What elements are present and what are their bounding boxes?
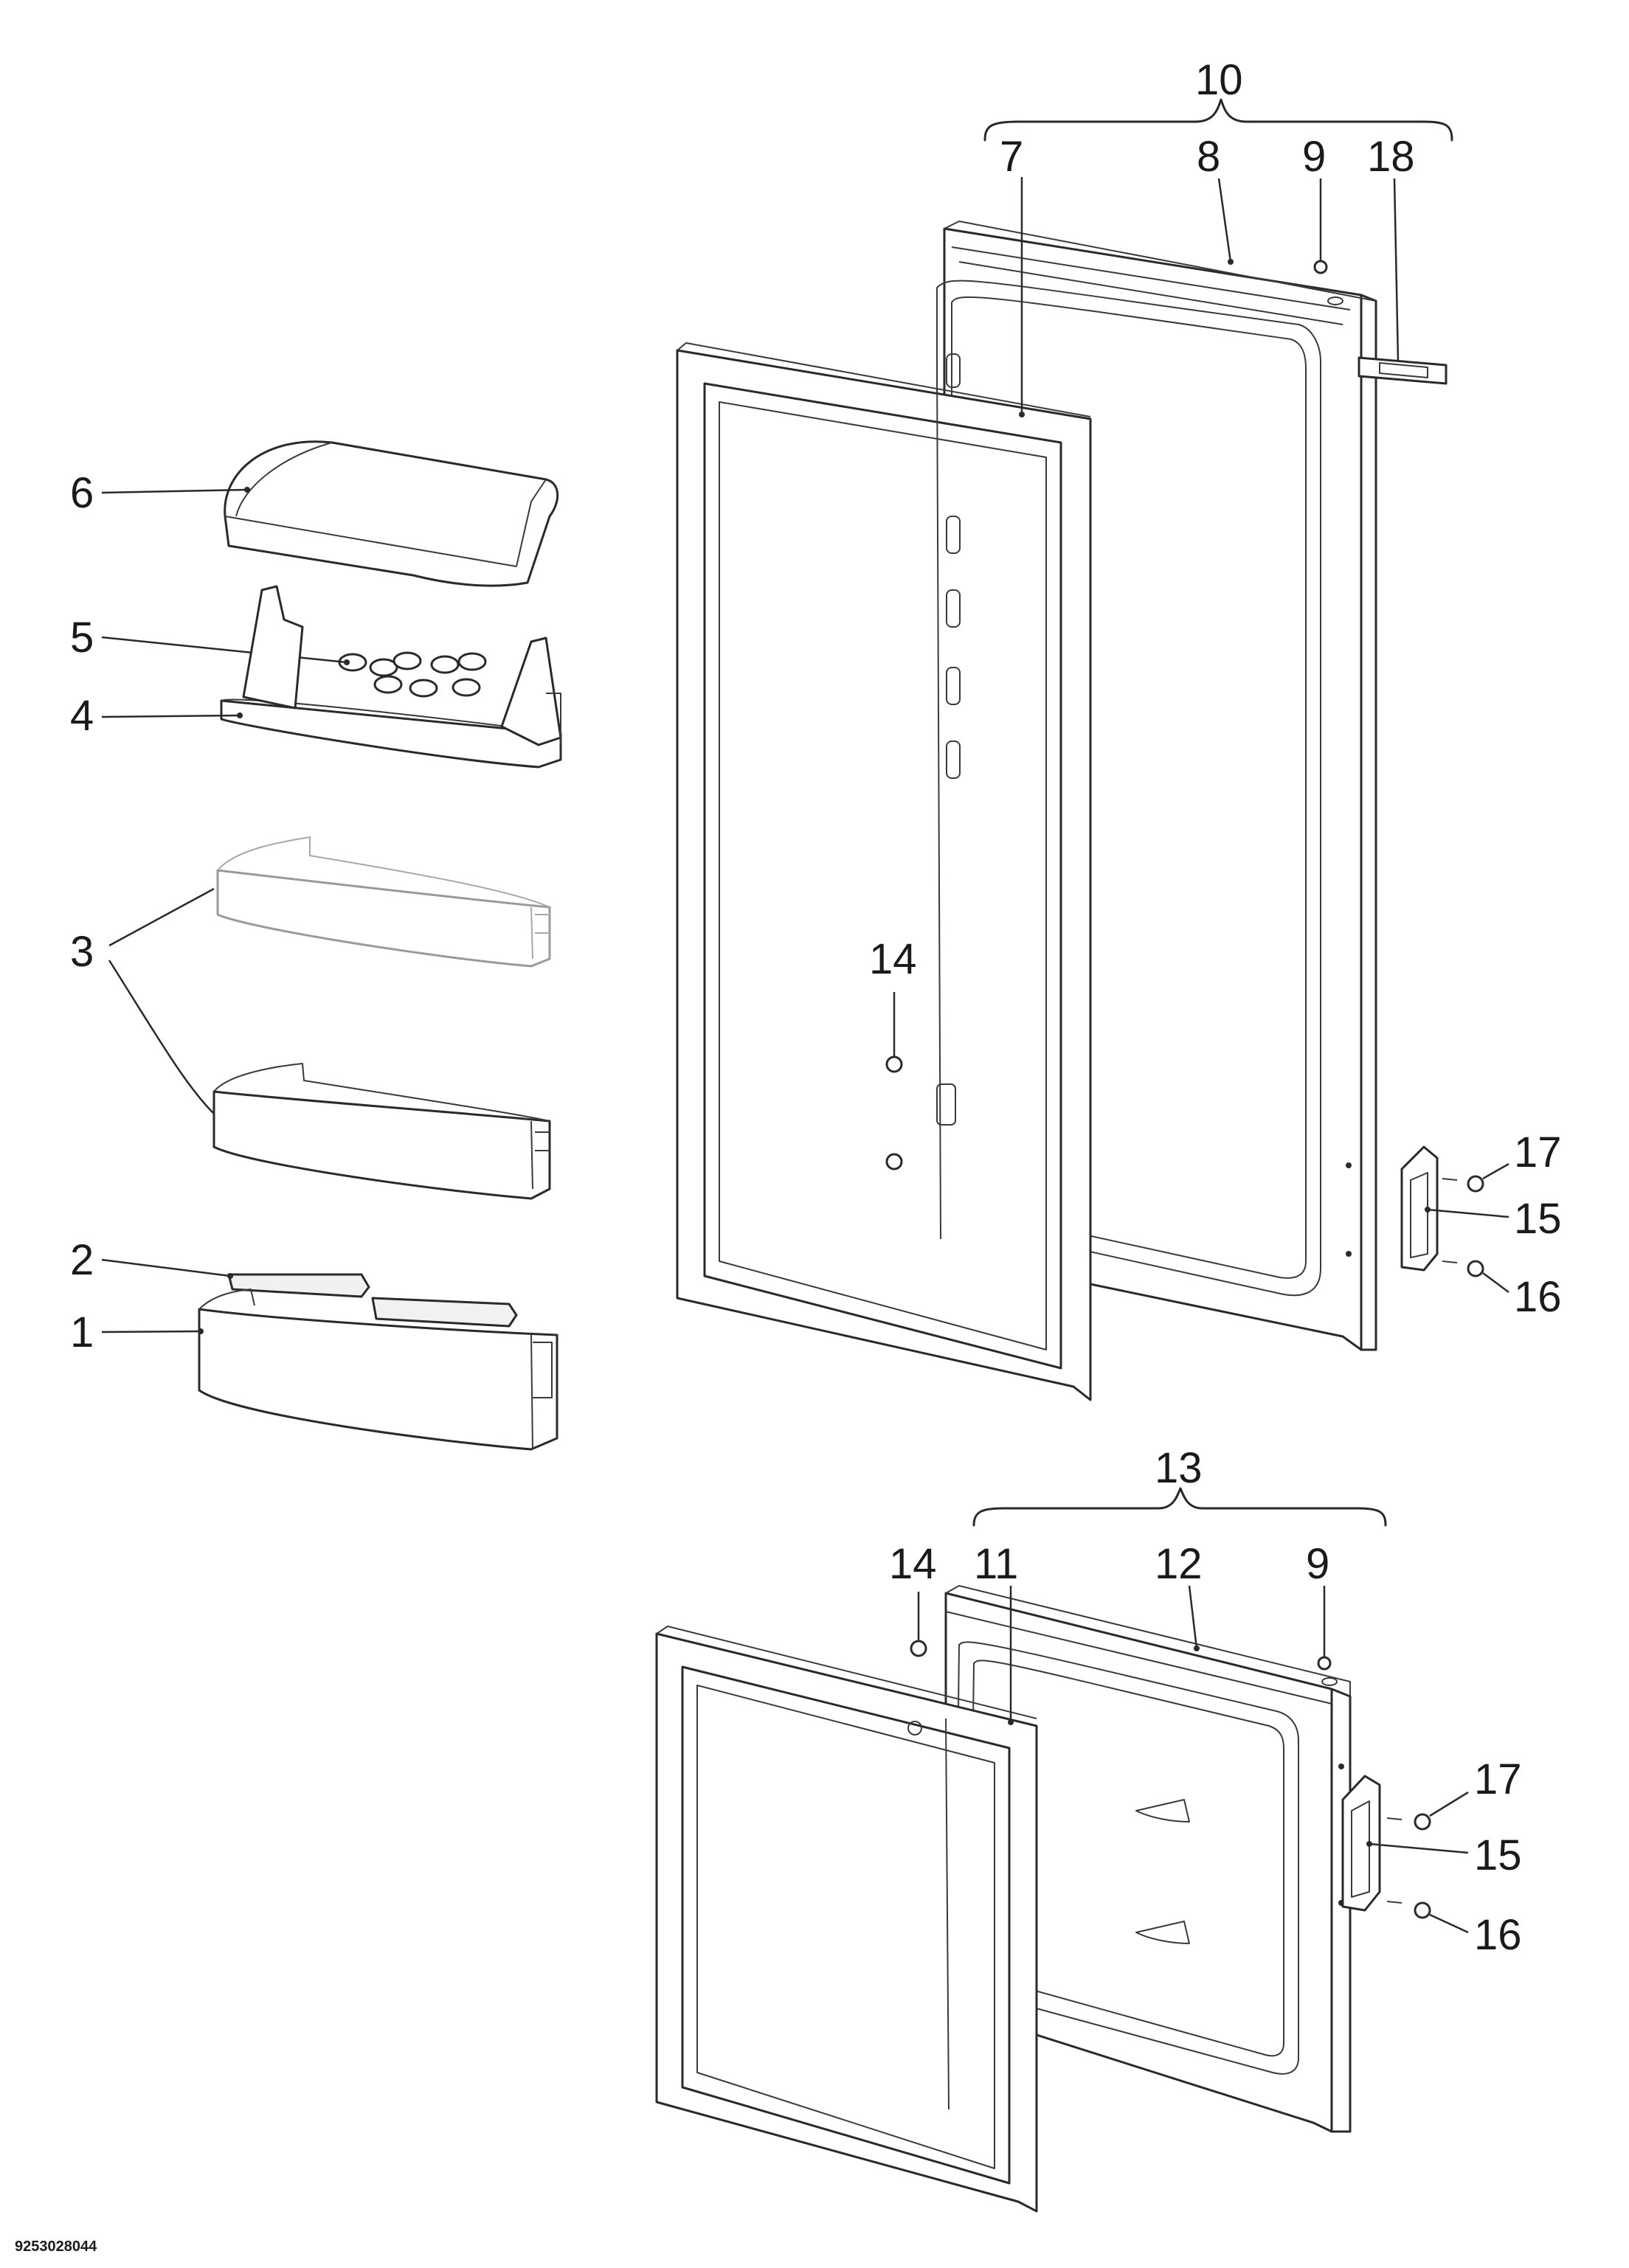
brace-13 — [972, 1487, 1387, 1527]
leader-3a — [108, 887, 215, 947]
leader-15a — [1427, 1208, 1509, 1218]
part-15-handle-upper — [1400, 1145, 1439, 1272]
callout-15b: 15 — [1474, 1831, 1522, 1879]
leader-5 — [101, 636, 347, 664]
callout-14b: 14 — [889, 1540, 937, 1588]
part-3-upper-balcony — [216, 836, 551, 968]
callout-17a: 17 — [1514, 1128, 1562, 1176]
part-9-hinge-bush-lower — [1317, 1656, 1332, 1671]
part-3-lower-balcony — [212, 1063, 551, 1200]
callout-13: 13 — [1155, 1444, 1203, 1492]
part-14-lower-stopper — [910, 1640, 927, 1657]
callout-18: 18 — [1367, 133, 1415, 181]
callout-9b: 9 — [1306, 1540, 1329, 1588]
part-16-screw-lower — [1386, 1901, 1431, 1919]
leader-6 — [101, 488, 248, 494]
leader-1 — [101, 1330, 201, 1334]
leader-15b — [1369, 1842, 1469, 1854]
part-4-shelf — [220, 585, 562, 769]
part-16-screw-upper — [1442, 1260, 1484, 1277]
callout-17b: 17 — [1474, 1755, 1522, 1803]
leader-16b — [1429, 1913, 1469, 1934]
leader-17b — [1429, 1791, 1469, 1817]
callout-16b: 16 — [1474, 1911, 1522, 1959]
document-code: 9253028044 — [15, 2238, 97, 2255]
part-11-lower-gasket — [655, 1626, 1038, 2213]
part-7-upper-gasket — [676, 342, 1092, 1401]
leader-17a — [1482, 1162, 1509, 1180]
callout-2: 2 — [70, 1236, 94, 1284]
leader-4 — [101, 714, 241, 718]
leader-8 — [1217, 178, 1232, 263]
callout-10: 10 — [1195, 56, 1243, 104]
callout-12: 12 — [1155, 1540, 1203, 1588]
callout-5: 5 — [70, 614, 94, 662]
leader-2 — [101, 1258, 231, 1277]
leader-3b — [108, 960, 215, 1114]
callout-3: 3 — [70, 928, 94, 976]
callout-1: 1 — [70, 1308, 94, 1356]
part-1-bottle-balcony — [198, 1289, 558, 1451]
part-6-dairy-lid — [224, 440, 559, 587]
callout-7: 7 — [1000, 133, 1023, 181]
callout-14a: 14 — [869, 935, 917, 983]
part-18-label — [1358, 356, 1448, 385]
part-17-screw-lower — [1386, 1813, 1431, 1831]
callout-15a: 15 — [1514, 1195, 1562, 1243]
part-17-screw-upper — [1442, 1175, 1484, 1193]
part-2-bottle-retainer — [227, 1273, 518, 1328]
part-15-handle-lower — [1341, 1775, 1381, 1912]
callout-9a: 9 — [1302, 133, 1326, 181]
callout-6: 6 — [70, 469, 94, 517]
callout-11: 11 — [974, 1540, 1018, 1588]
leader-16a — [1482, 1272, 1509, 1294]
part-5-egg-tray — [338, 651, 487, 698]
brace-10 — [983, 98, 1453, 142]
leader-18 — [1393, 178, 1400, 362]
part-14-upper-stopper — [885, 1055, 903, 1171]
callout-8: 8 — [1197, 133, 1220, 181]
part-9-hinge-bush-upper — [1313, 260, 1328, 274]
leader-12 — [1188, 1585, 1198, 1649]
callout-4: 4 — [70, 692, 94, 740]
callout-16a: 16 — [1514, 1273, 1562, 1321]
